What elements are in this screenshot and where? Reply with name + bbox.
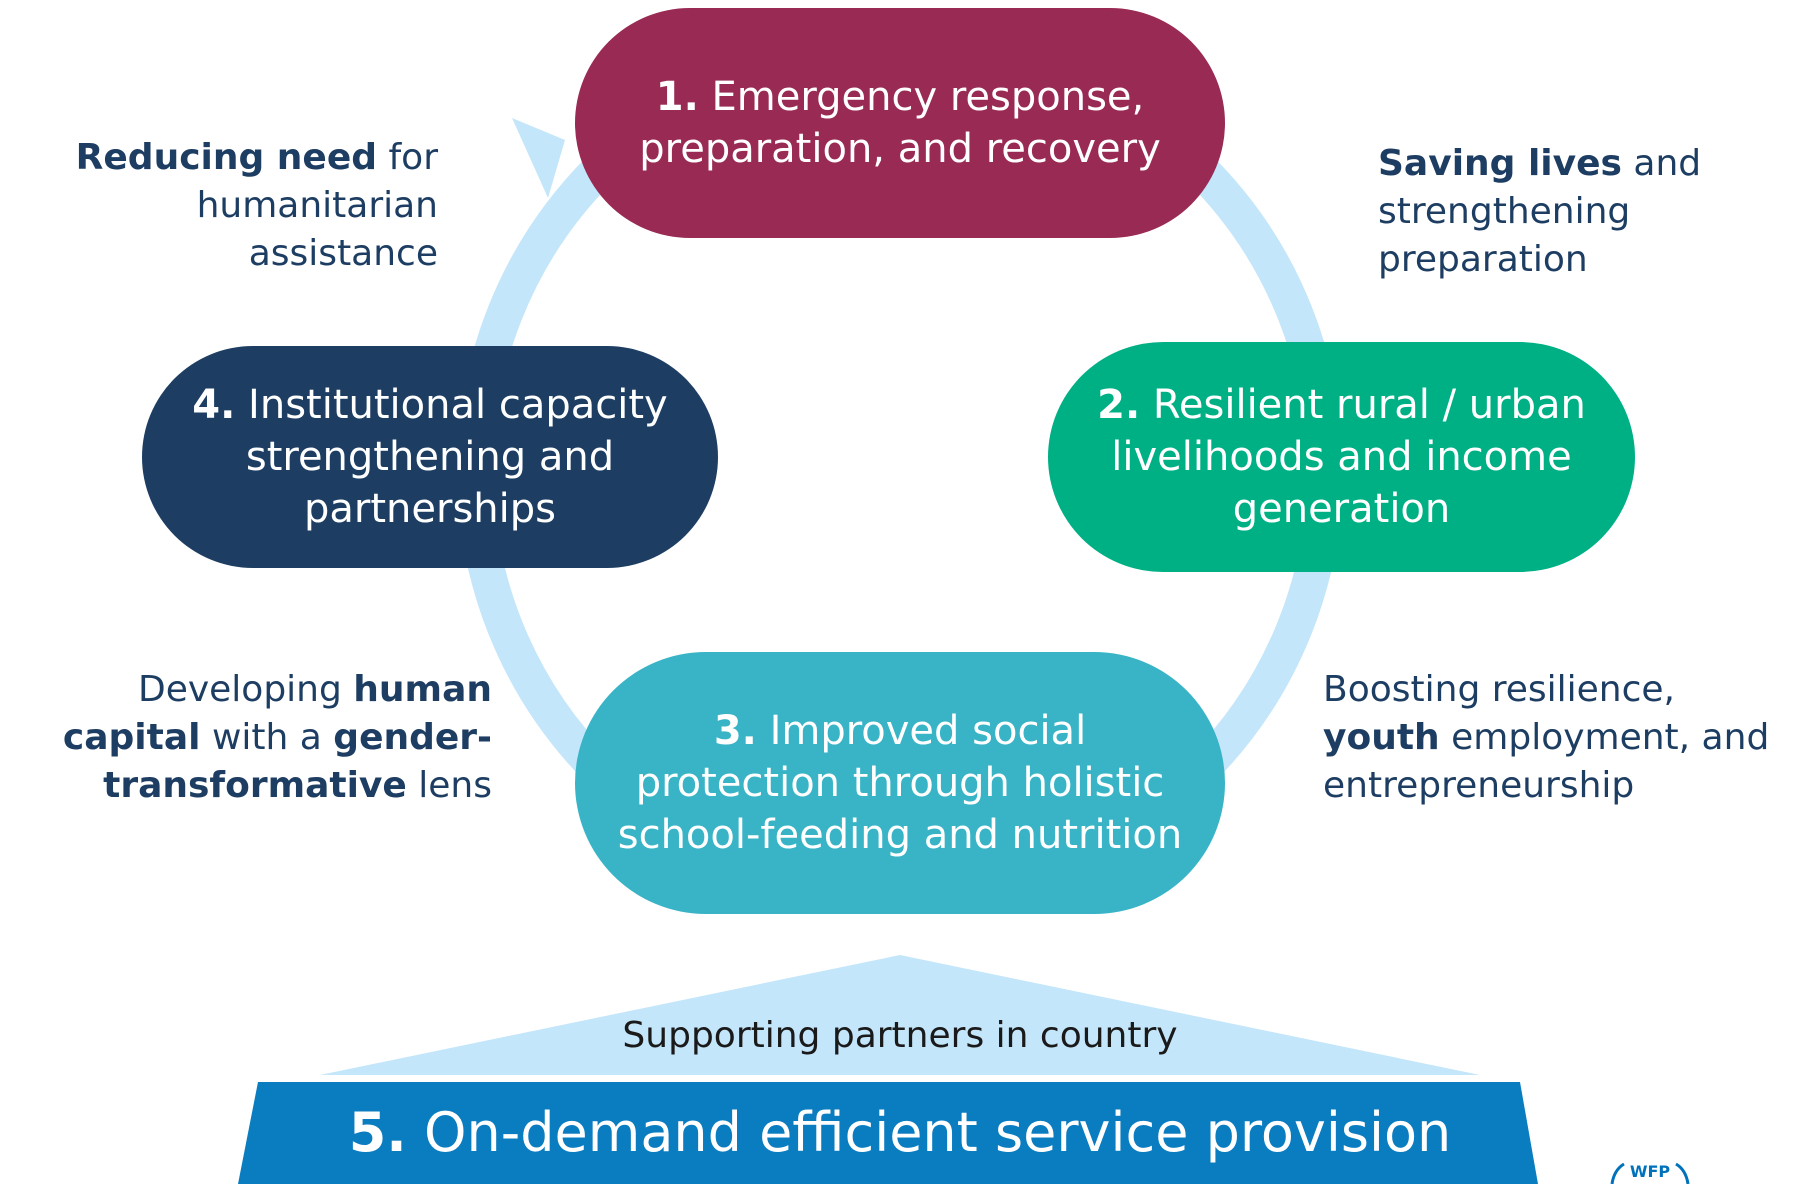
note-reducing-need: Reducing need for humanitarian assistanc… (60, 134, 438, 278)
banner-label: 5. On-demand efficient service provision (235, 1098, 1565, 1168)
note-saving-lives: Saving lives and strengthening preparati… (1378, 140, 1738, 284)
note-3-mid: with a (211, 717, 322, 758)
wfp-laurel-right-icon (1675, 1162, 1690, 1184)
support-label: Supporting partners in country (622, 1015, 1178, 1056)
banner-text: On-demand efficient service provision (424, 1101, 1452, 1164)
cycle-arrow-head (512, 118, 565, 198)
note-2-bold: Saving lives (1378, 143, 1622, 184)
note-4-bold: youth (1323, 717, 1440, 758)
banner-number: 5. (348, 1101, 407, 1164)
service-banner (238, 1082, 1538, 1184)
pill-3-number: 3. (713, 708, 757, 754)
note-4-rest: employment, and entrepreneurship (1323, 717, 1770, 806)
pill-emergency-response: 1. Emergency response, preparation, and … (575, 8, 1225, 238)
pill-2-text: Resilient rural / urban livelihoods and … (1111, 382, 1586, 532)
pill-social-protection: 3. Improved social protection through ho… (575, 652, 1225, 914)
note-3-bold-1: human capital (62, 669, 492, 758)
note-1-bold: Reducing need (75, 137, 378, 178)
pill-4-text: Institutional capacity strengthening and… (245, 382, 668, 532)
support-triangle (320, 955, 1480, 1075)
pill-resilient-livelihoods: 2. Resilient rural / urban livelihoods a… (1048, 342, 1635, 572)
note-2-rest: and strengthening preparation (1378, 143, 1702, 280)
wfp-laurel-left-icon (1610, 1162, 1625, 1184)
pill-institutional-capacity: 4. Institutional capacity strengthening … (142, 346, 718, 568)
note-1-rest: for humanitarian assistance (196, 137, 438, 274)
pill-3-text: Improved social protection through holis… (617, 708, 1183, 858)
pill-1-number: 1. (655, 74, 699, 120)
note-3-pre: Developing (137, 669, 342, 710)
note-3-bold-2: gender-transformative (103, 717, 492, 806)
pill-1-text: Emergency response, preparation, and rec… (639, 74, 1161, 172)
pill-2-number: 2. (1097, 382, 1141, 428)
note-4-pre: Boosting resilience, (1323, 669, 1676, 710)
note-human-capital: Developing human capital with a gender-t… (0, 666, 492, 810)
wfp-logo: WFP (1629, 1162, 1671, 1181)
pill-4-number: 4. (192, 382, 236, 428)
note-3-post: lens (418, 765, 492, 806)
note-boosting-resilience: Boosting resilience, youth employment, a… (1323, 666, 1793, 810)
